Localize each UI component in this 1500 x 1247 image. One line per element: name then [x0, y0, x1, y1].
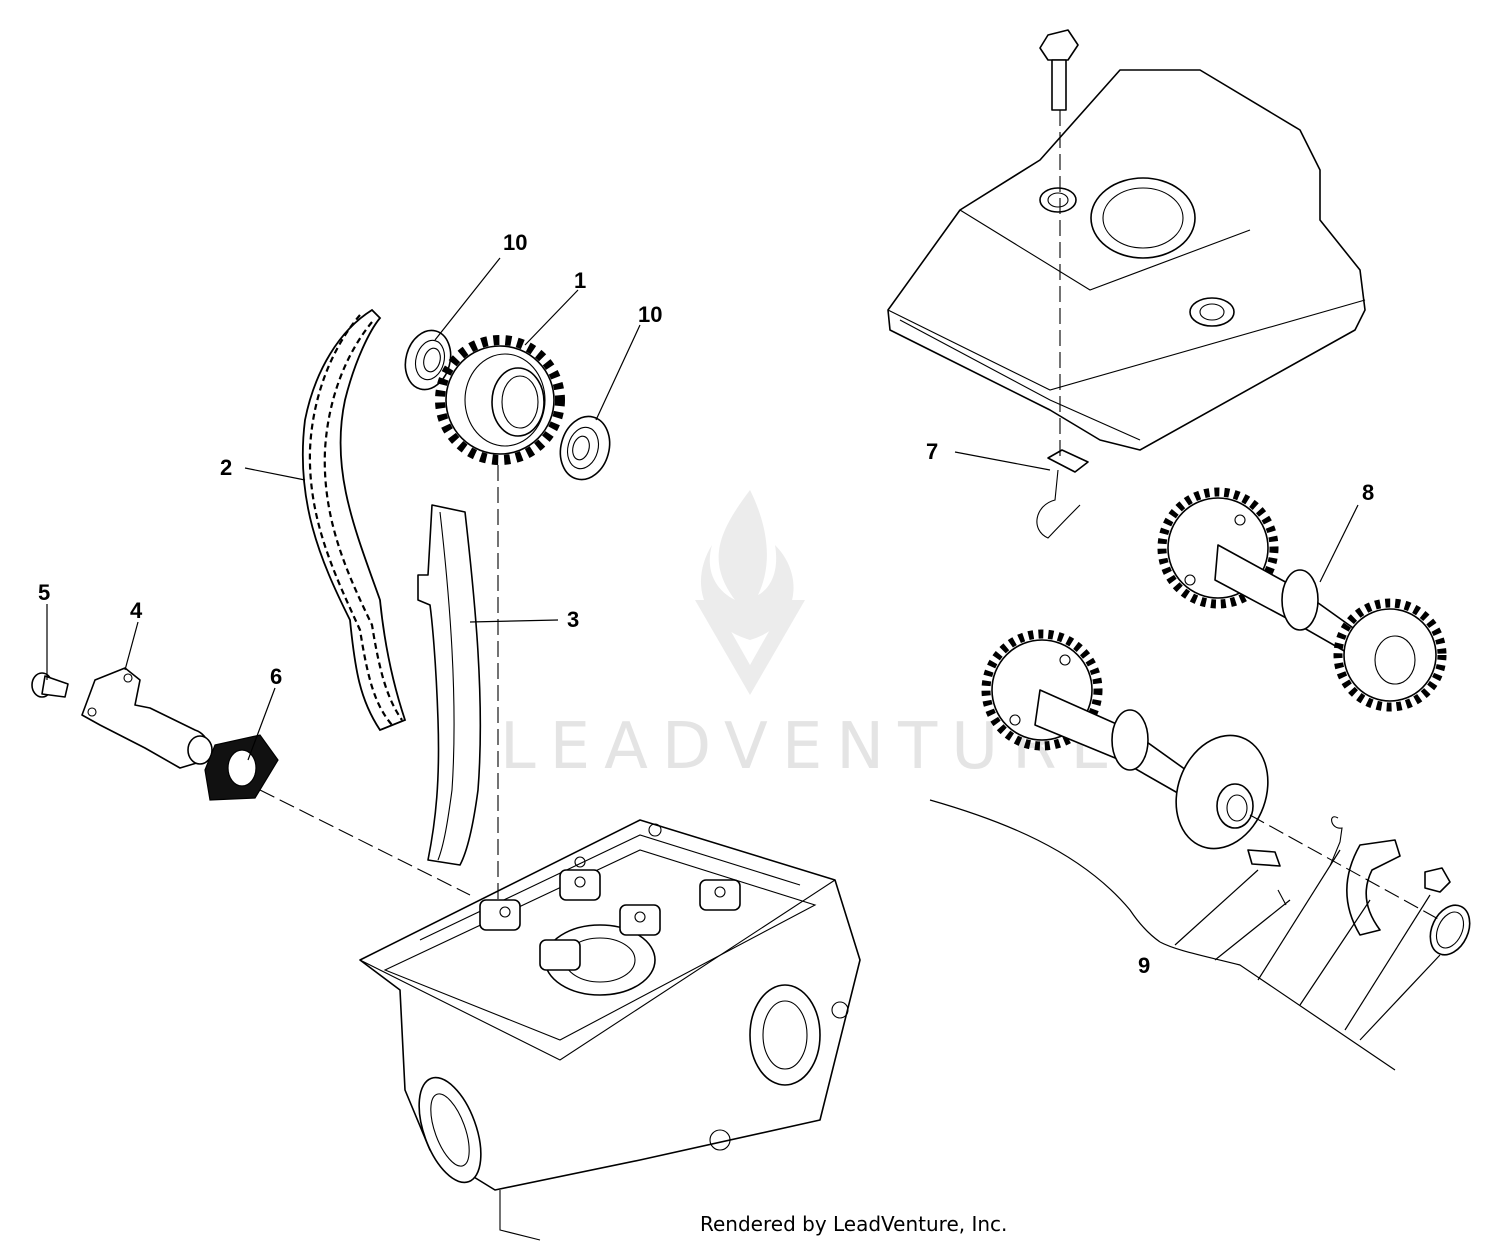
leader-lines: [46, 257, 1359, 761]
callout-3: 3: [567, 607, 579, 632]
callout-9: 9: [1138, 953, 1150, 978]
callout-6: 6: [270, 664, 282, 689]
callout-1: 1: [574, 268, 586, 293]
tensioner: [81, 667, 213, 769]
bracket-9: [929, 799, 1441, 1071]
chain-guide: [417, 504, 482, 866]
footer-credit: Rendered by LeadVenture, Inc.: [700, 1212, 1008, 1236]
callout-7: 7: [926, 439, 938, 464]
camshaft-lower: [981, 629, 1269, 850]
decompression-parts: [1247, 816, 1471, 956]
callout-2: 2: [220, 455, 232, 480]
cylinder-head: [359, 819, 861, 1241]
bearing-left: [404, 329, 452, 391]
callout-8: 8: [1362, 480, 1374, 505]
watermark-v-icon: [695, 600, 805, 695]
cover-clip: [1036, 449, 1089, 539]
tensioner-gasket: [204, 734, 279, 801]
tensioner-bolt: [31, 672, 69, 698]
callout-10-right: 10: [638, 302, 662, 327]
callout-4: 4: [130, 598, 143, 623]
callout-10-left: 10: [503, 230, 527, 255]
camshaft-upper: [1157, 487, 1447, 712]
callout-labels: 1 2 3 4 5 6 7 8 9 10 10: [38, 230, 1374, 978]
alignment-lines: [259, 110, 1441, 921]
valve-cover: [887, 29, 1366, 451]
bearing-right: [559, 415, 611, 481]
timing-chain: [301, 308, 407, 732]
callout-5: 5: [38, 580, 50, 605]
cam-sprocket: [435, 335, 565, 465]
